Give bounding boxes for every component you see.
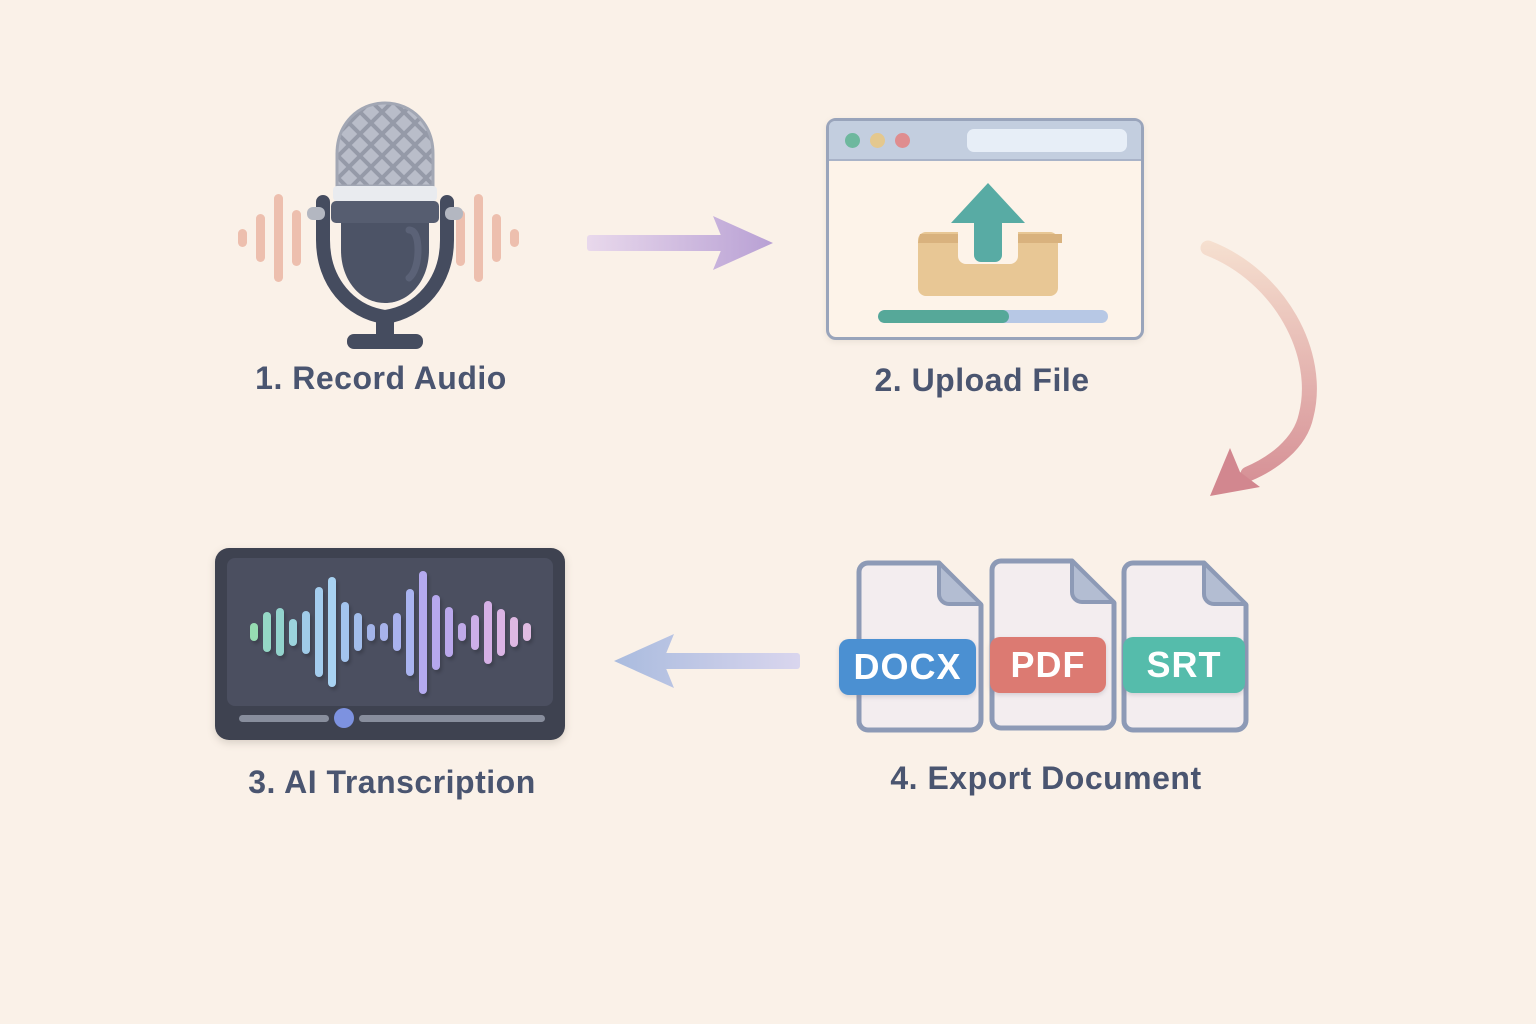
scrubber-handle <box>334 708 354 728</box>
upload-progress-bar <box>878 310 1108 323</box>
traffic-light-dot <box>895 132 910 148</box>
badge-pdf: PDF <box>990 637 1106 693</box>
sound-wave-right <box>456 188 519 288</box>
scrubber-track-right <box>359 714 545 722</box>
traffic-light-dot <box>870 132 885 148</box>
step4-label: 4. Export Document <box>890 760 1202 796</box>
badge-pdf-label: PDF <box>1010 644 1086 685</box>
badge-docx: DOCX <box>839 639 976 695</box>
upload-tray-icon <box>918 183 1062 296</box>
step2-label: 2. Upload File <box>874 362 1090 398</box>
arrow-curved-down-icon <box>1200 240 1317 496</box>
playback-scrubber <box>239 706 545 730</box>
browser-titlebar <box>829 121 1141 161</box>
audio-waveform-icon <box>227 558 553 706</box>
microphone-icon <box>307 101 463 349</box>
upload-progress-fill <box>878 310 1010 323</box>
badge-srt-label: SRT <box>1146 644 1222 685</box>
transcription-player <box>215 548 565 740</box>
arrow-left-icon <box>614 634 800 688</box>
scrubber-track-left <box>239 714 329 722</box>
step3-label: 3. AI Transcription <box>248 764 536 800</box>
browser-window <box>826 118 1144 340</box>
sound-wave-left <box>238 188 301 288</box>
arrow-right-icon <box>587 216 773 270</box>
traffic-light-dot <box>845 132 860 148</box>
badge-srt: SRT <box>1123 637 1245 693</box>
player-screen <box>227 558 553 706</box>
step1-label: 1. Record Audio <box>255 360 507 396</box>
badge-docx-label: DOCX <box>853 646 962 687</box>
address-bar <box>967 129 1127 152</box>
